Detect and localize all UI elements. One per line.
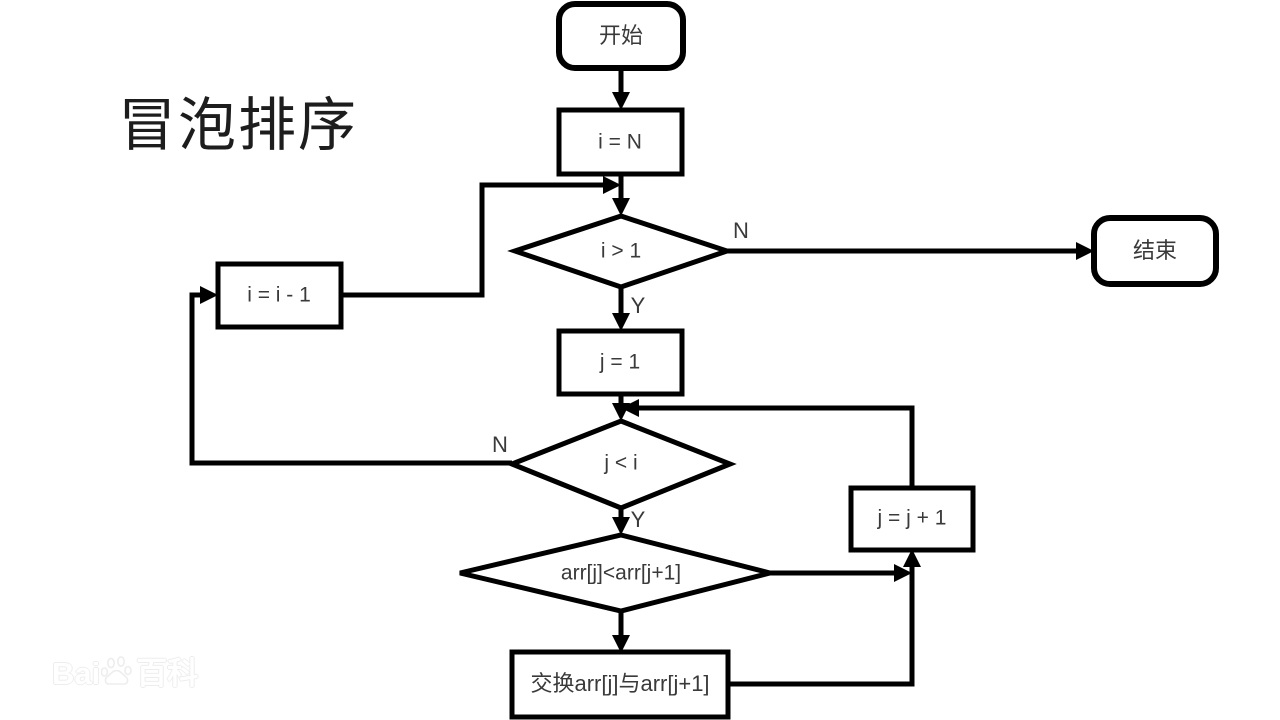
node-cond-i[interactable]: i > 1 — [507, 213, 735, 290]
node-cond-arr[interactable]: arr[j]<arr[j+1] — [459, 532, 771, 614]
edge-cond-i-no-to-end — [727, 242, 1094, 260]
edge-swap-to-inc-j — [728, 549, 921, 687]
node-inc-j-label: j = j + 1 — [877, 507, 947, 530]
baidu-paw-icon — [101, 656, 133, 685]
branch-label-cond-j-yes: Y — [631, 507, 646, 532]
node-start[interactable]: 开始 — [556, 1, 686, 71]
node-init-i[interactable]: i = N — [556, 107, 685, 177]
edge-cond-arr-to-inc-j — [770, 564, 912, 582]
edge-start-to-init-i — [612, 68, 630, 110]
node-dec-i[interactable]: i = i - 1 — [215, 261, 344, 330]
node-swap-label: 交换arr[j]与arr[j+1] — [530, 671, 709, 696]
edge-dec-i-to-cond-i — [341, 176, 621, 298]
branch-label-cond-j-no: N — [492, 432, 508, 457]
edge-inc-j-to-cond-j — [621, 399, 915, 488]
node-init-j[interactable]: j = 1 — [556, 328, 685, 397]
node-init-j-label: j = 1 — [599, 351, 640, 374]
edge-cond-i-yes-to-init-j — [612, 287, 630, 331]
baidu-watermark: Bai 百科 — [52, 648, 198, 693]
branch-label-cond-i-no: N — [733, 218, 749, 243]
node-cond-arr-label: arr[j]<arr[j+1] — [561, 562, 681, 585]
node-init-i-label: i = N — [598, 131, 642, 154]
page-title: 冒泡排序 — [118, 93, 359, 158]
node-start-label: 开始 — [599, 23, 643, 48]
node-inc-j[interactable]: j = j + 1 — [848, 485, 976, 553]
node-end-label: 结束 — [1133, 238, 1177, 263]
edge-cond-j-yes-to-cond-arr — [612, 508, 630, 535]
node-dec-i-label: i = i - 1 — [247, 284, 311, 307]
edge-cond-arr-to-swap — [612, 611, 630, 653]
node-cond-j-label: j < i — [603, 452, 637, 475]
node-cond-j[interactable]: j < i — [505, 418, 737, 511]
watermark-suffix: 百科 — [136, 656, 199, 691]
edge-cond-j-no-to-dec-i — [189, 286, 512, 466]
watermark-prefix: Bai — [52, 656, 101, 691]
node-cond-i-label: i > 1 — [601, 240, 641, 263]
edge-init-i-to-cond-i — [612, 173, 630, 216]
node-swap[interactable]: 交换arr[j]与arr[j+1] — [509, 649, 731, 720]
branch-label-cond-i-yes: Y — [631, 293, 646, 318]
node-end[interactable]: 结束 — [1091, 215, 1219, 287]
